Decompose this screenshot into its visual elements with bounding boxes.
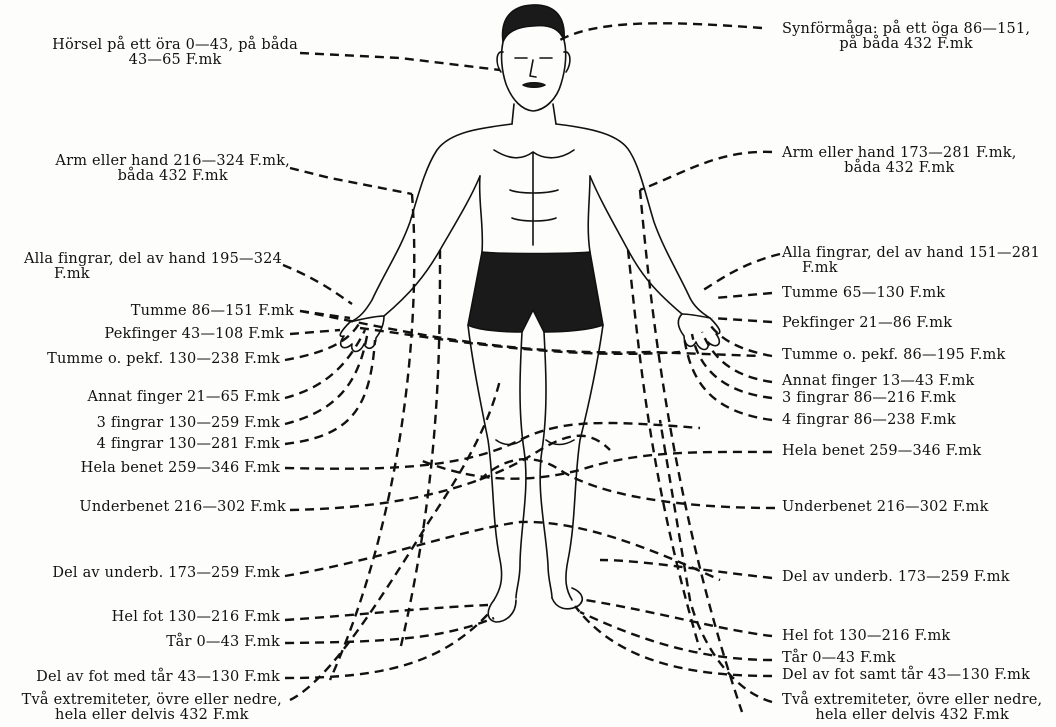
torso-left: [480, 176, 483, 252]
label-4-fingrar-left: 4 fingrar 130—281 F.mk: [97, 437, 280, 452]
label-del-fot-right: Del av fot samt tår 43—130 F.mk: [782, 668, 1030, 683]
leader-pekf-right: [712, 318, 772, 322]
label-4-fingrar-right: 4 fingrar 86—238 F.mk: [782, 413, 956, 428]
label-hel-fot-right: Hel fot 130—216 F.mk: [782, 629, 950, 644]
leader-pekf-left: [290, 330, 340, 334]
label-del-underb-right: Del av underb. 173—259 F.mk: [782, 570, 1010, 585]
neck: [512, 104, 556, 124]
leader-tp-left: [285, 322, 360, 360]
label-synformaga: Synförmåga: på ett öga 86—151, på båda 4…: [782, 22, 1030, 52]
leader-delfot-left: [285, 612, 490, 678]
chest: [494, 150, 574, 158]
label-pekfinger-left: Pekfinger 43—108 F.mk: [104, 327, 284, 342]
leader-arm-curve-left: [330, 194, 414, 680]
leader-hela-left: [285, 423, 700, 469]
label-annat-finger-left: Annat finger 21—65 F.mk: [87, 390, 280, 405]
knees: [496, 440, 574, 445]
label-underbenet-left: Underbenet 216—302 F.mk: [79, 500, 286, 515]
leader-tar-left: [285, 618, 494, 643]
label-del-fot-left: Del av fot med tår 43—130 F.mk: [36, 670, 280, 685]
leader-delfot-right: [575, 606, 772, 676]
label-tva-extremiteter-right: Två extremiteter, övre eller nedre, hela…: [782, 693, 1042, 723]
right-arm-inner: [590, 176, 682, 314]
label-hela-benet-left: Hela benet 259—346 F.mk: [81, 461, 280, 476]
left-leg: [468, 325, 526, 600]
leader-arm-left: [290, 168, 412, 194]
leader-alla-left: [283, 265, 352, 304]
label-pekfinger-right: Pekfinger 21—86 F.mk: [782, 316, 952, 331]
label-tumme-left: Tumme 86—151 F.mk: [131, 304, 294, 319]
leader-annat-left: [285, 330, 365, 398]
leader-lines: [283, 23, 780, 712]
label-hela-benet-right: Hela benet 259—346 F.mk: [782, 444, 981, 459]
label-tumme-right: Tumme 65—130 F.mk: [782, 286, 945, 301]
leader-arm-curve-left2: [400, 250, 440, 650]
left-foot: [488, 600, 516, 622]
label-tumme-pekf-right: Tumme o. pekf. 86—195 F.mk: [782, 348, 1006, 363]
trunks: [468, 252, 603, 332]
leader-helfot-left: [285, 605, 488, 620]
label-3-fingrar-right: 3 fingrar 86—216 F.mk: [782, 391, 956, 406]
abdomen: [510, 152, 558, 245]
leader-tva-left: [290, 380, 500, 700]
label-tar-left: Tår 0—43 F.mk: [166, 635, 280, 650]
leader-horsel: [300, 53, 500, 70]
leader-arm-right: [640, 152, 772, 190]
mustache: [523, 83, 545, 88]
label-alla-fingrar-right: Alla fingrar, del av hand 151—281 F.mk: [782, 246, 1040, 276]
label-tumme-pekf-left: Tumme o. pekf. 130—238 F.mk: [47, 352, 280, 367]
label-arm-right: Arm eller hand 173—281 F.mk, båda 432 F.…: [782, 146, 1017, 176]
left-arm-inner: [384, 176, 480, 316]
label-horsel: Hörsel på ett öra 0—43, på båda 43—65 F.…: [52, 38, 298, 68]
label-alla-fingrar-left: Alla fingrar, del av hand 195—324 F.mk: [24, 252, 282, 282]
label-3-fingrar-left: 3 fingrar 130—259 F.mk: [97, 416, 280, 431]
leader-synformaga: [560, 23, 762, 40]
leader-tar-right: [580, 612, 772, 660]
head: [502, 40, 566, 111]
leader-helfot-right: [585, 600, 772, 636]
label-del-underb-left: Del av underb. 173—259 F.mk: [52, 566, 280, 581]
torso-right: [588, 176, 590, 252]
label-hel-fot-left: Hel fot 130—216 F.mk: [112, 610, 280, 625]
right-leg: [540, 325, 603, 600]
leader-delu-left: [285, 522, 720, 580]
human-figure: [340, 5, 720, 622]
hair: [503, 5, 565, 42]
leader-alla-right: [700, 254, 780, 292]
label-arm-left: Arm eller hand 216—324 F.mk, båda 432 F.…: [55, 154, 290, 184]
label-annat-finger-right: Annat finger 13—43 F.mk: [782, 374, 975, 389]
label-tar-right: Tår 0—43 F.mk: [782, 651, 896, 666]
label-underbenet-right: Underbenet 216—302 F.mk: [782, 500, 989, 515]
label-tva-extremiteter-left: Två extremiteter, övre eller nedre, hela…: [22, 693, 282, 723]
leader-tumme-right: [715, 293, 772, 298]
nose: [530, 60, 536, 77]
